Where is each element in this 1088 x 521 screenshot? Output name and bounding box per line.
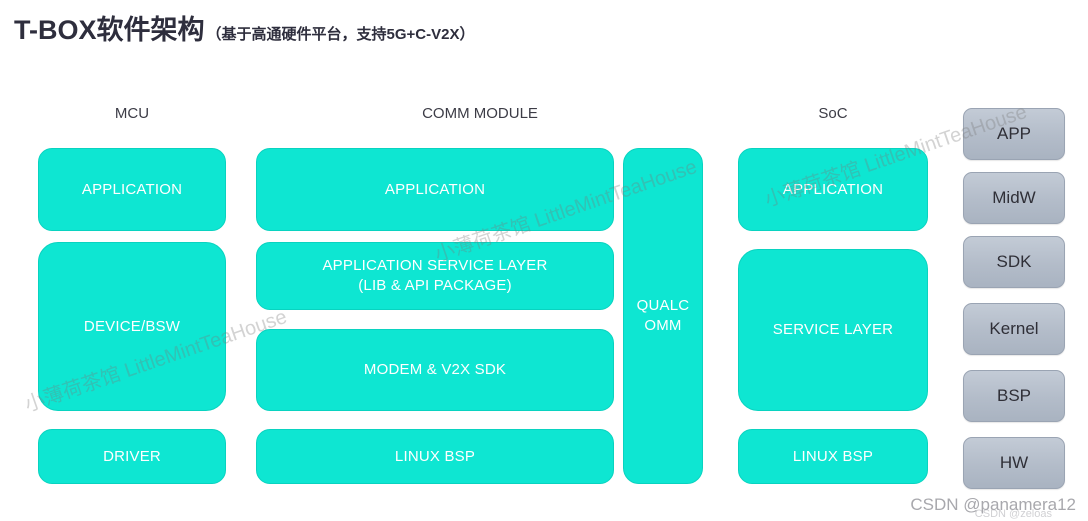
comm-block-modem-label: MODEM & V2X SDK <box>363 361 507 379</box>
mcu-block-application-label: APPLICATION <box>81 180 183 198</box>
comm-block-application[interactable]: APPLICATION <box>256 148 614 231</box>
mcu-block-device-bsw-label: DEVICE/BSW <box>83 317 181 335</box>
stack-block-sdk-label: SDK <box>996 252 1032 271</box>
stack-block-kernel[interactable]: Kernel <box>963 303 1065 355</box>
comm-block-application-service-layer[interactable]: APPLICATION SERVICE LAYER (LIB & API PAC… <box>256 242 614 310</box>
stack-block-kernel-label: Kernel <box>989 319 1039 338</box>
stack-block-bsp[interactable]: BSP <box>963 370 1065 422</box>
comm-block-modem-v2x-sdk[interactable]: MODEM & V2X SDK <box>256 329 614 411</box>
column-heading-soc: SoC <box>818 105 848 122</box>
comm-block-linux-bsp-label: LINUX BSP <box>394 447 476 465</box>
comm-block-application-label: APPLICATION <box>384 180 486 198</box>
stack-block-app[interactable]: APP <box>963 108 1065 160</box>
soc-block-service-layer[interactable]: SERVICE LAYER <box>738 249 928 411</box>
soc-block-linux-bsp[interactable]: LINUX BSP <box>738 429 928 484</box>
stack-block-midw[interactable]: MidW <box>963 172 1065 224</box>
title-subtitle-text: （基于高通硬件平台，支持5G+C-V2X） <box>206 26 475 43</box>
stack-block-midw-label: MidW <box>992 188 1036 207</box>
stack-block-sdk[interactable]: SDK <box>963 236 1065 288</box>
mcu-block-driver[interactable]: DRIVER <box>38 429 226 484</box>
title-main-text: T-BOX软件架构 <box>14 15 205 45</box>
soc-block-application-label: APPLICATION <box>782 180 884 198</box>
stack-block-hw-label: HW <box>999 453 1029 472</box>
column-heading-mcu: MCU <box>114 105 150 122</box>
soc-block-application[interactable]: APPLICATION <box>738 148 928 231</box>
vendor-block-qualcomm-label2: OMM <box>644 317 682 334</box>
vendor-block-qualcomm-label: QUALC <box>636 297 690 315</box>
credit-watermark-faint: CSDN @zeloas <box>974 508 1052 520</box>
comm-block-linux-bsp[interactable]: LINUX BSP <box>256 429 614 484</box>
soc-block-linux-bsp-label: LINUX BSP <box>792 447 874 465</box>
vendor-block-qualcomm[interactable]: QUALC OMM <box>623 148 703 484</box>
credit-watermark: CSDN @panamera12 <box>910 495 1076 514</box>
stack-block-app-label: APP <box>996 124 1032 143</box>
mcu-block-device-bsw[interactable]: DEVICE/BSW <box>38 242 226 411</box>
stack-block-hw[interactable]: HW <box>963 437 1065 489</box>
page-title: T-BOX软件架构 （基于高通硬件平台，支持5G+C-V2X） <box>14 8 474 47</box>
comm-block-asl-sublabel: (LIB & API PACKAGE) <box>358 277 512 294</box>
mcu-block-application[interactable]: APPLICATION <box>38 148 226 231</box>
column-heading-comm-module: COMM MODULE <box>422 105 538 122</box>
mcu-block-driver-label: DRIVER <box>103 447 161 465</box>
stack-block-bsp-label: BSP <box>996 386 1032 405</box>
soc-block-service-layer-label: SERVICE LAYER <box>772 321 894 339</box>
comm-block-asl-label: APPLICATION SERVICE LAYER <box>322 257 548 275</box>
